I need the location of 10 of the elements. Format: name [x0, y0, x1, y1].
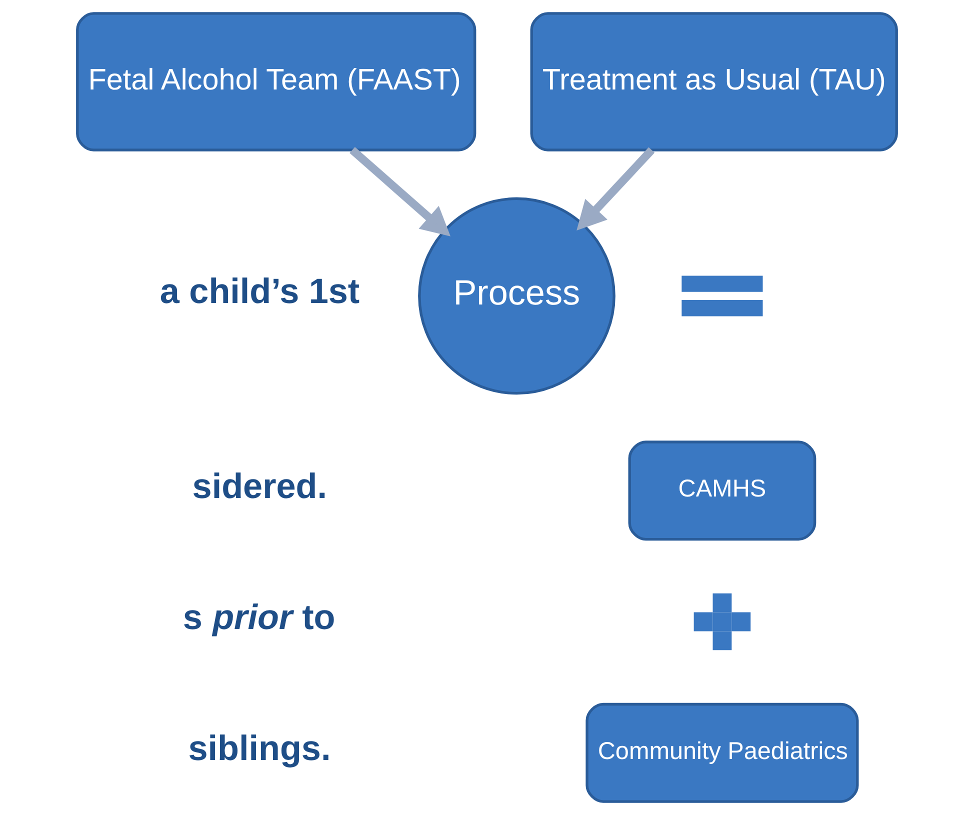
arrow: [576, 147, 654, 230]
label: a child’s 1st: [159, 272, 360, 312]
node-box: CAMHS: [628, 440, 816, 541]
arrow: [349, 146, 450, 236]
label: sidered.: [192, 466, 327, 506]
node-box: Fetal Alcohol Team (FAAST): [76, 12, 476, 152]
label: s prior to: [182, 598, 335, 637]
node-box: Treatment as Usual (TAU): [530, 12, 898, 152]
node-box: Community Paediatrics: [585, 702, 858, 803]
label: siblings.: [188, 729, 330, 768]
